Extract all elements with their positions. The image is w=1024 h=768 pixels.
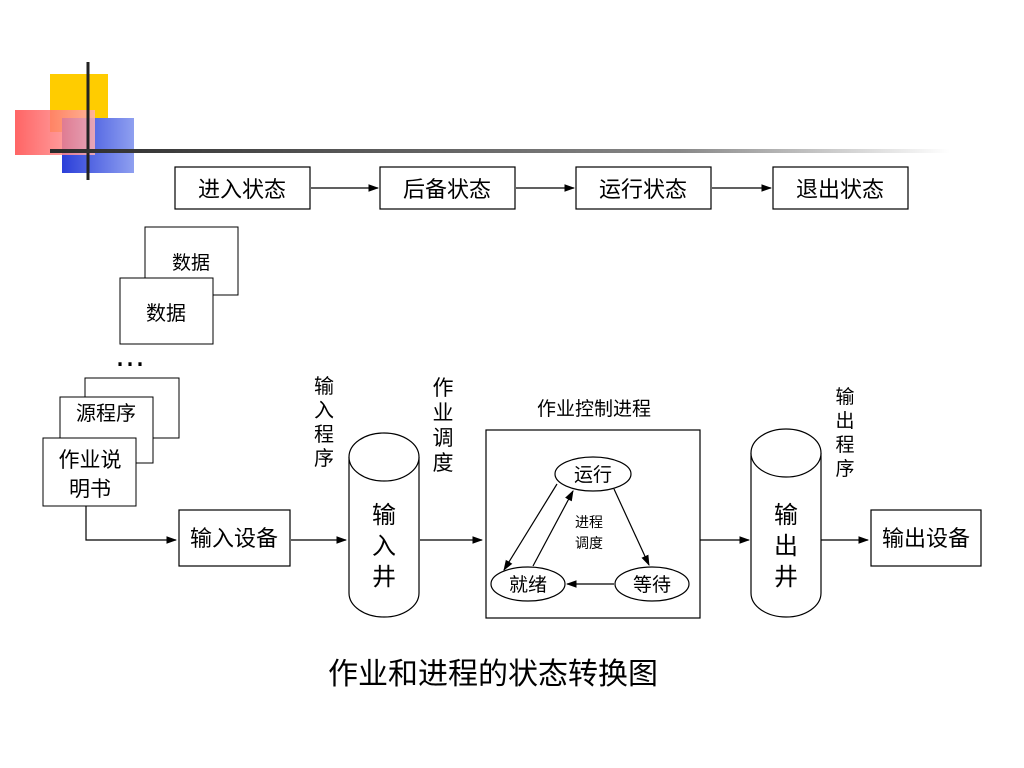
process-state-waiting-label: 等待 <box>633 574 671 596</box>
cards-to-input-arrow <box>85 506 178 544</box>
vertical-label-char: 序 <box>314 446 334 470</box>
output-well-top <box>750 428 822 478</box>
process-scheduling-line2: 调度 <box>575 536 603 552</box>
output-well <box>750 428 822 618</box>
state-box-label: 运行状态 <box>599 178 687 203</box>
process-state-running-label: 运行 <box>574 464 612 486</box>
data-cards: 数据 数据 … <box>115 226 239 374</box>
job-control-title: 作业控制进程 <box>537 398 651 420</box>
vertical-label-char: 入 <box>314 398 334 422</box>
vertical-label-char: 度 <box>433 451 454 475</box>
vertical-label-char: 井 <box>372 563 396 591</box>
input-well-label: 输入井 <box>372 501 396 591</box>
vertical-label-char: 输 <box>372 501 396 529</box>
job-description-line1: 作业说 <box>59 448 122 472</box>
source-program-label: 源程序 <box>76 401 136 425</box>
vertical-label-char: 程 <box>835 434 854 456</box>
vertical-label-char: 出 <box>835 410 854 432</box>
input-well <box>348 432 420 618</box>
vertical-label-char: 输 <box>314 374 334 398</box>
vertical-label-char: 井 <box>774 563 798 591</box>
vertical-label-char: 入 <box>372 532 396 560</box>
header-rule <box>50 149 950 153</box>
program-cards: 源程序 作业说 明书 <box>42 377 180 507</box>
process-state-running <box>554 456 632 492</box>
deco-red-square <box>15 110 95 155</box>
state-box-label: 退出状态 <box>796 178 884 203</box>
vertical-label-char: 业 <box>433 401 454 425</box>
arrow-running-to-waiting <box>613 488 650 566</box>
process-state-ready-label: 就绪 <box>509 574 547 596</box>
vertical-label-char: 调 <box>433 426 454 450</box>
output-device-box <box>870 509 982 567</box>
output-well-label: 输出井 <box>774 501 798 591</box>
state-box <box>379 166 516 210</box>
input-device-label: 输入设备 <box>190 527 278 552</box>
data-card-front-label: 数据 <box>146 301 186 325</box>
input-well-body <box>348 457 420 618</box>
vertical-label-char: 输 <box>774 501 798 529</box>
arrow-ready-to-running <box>532 490 574 567</box>
state-box <box>772 166 909 210</box>
vertical-label-char: 程 <box>314 422 334 446</box>
vertical-label-char: 输 <box>835 386 854 408</box>
arrow-running-to-ready <box>503 483 558 571</box>
ellipsis: … <box>115 339 145 374</box>
process-state-waiting <box>614 566 690 602</box>
diagram-title: 作业和进程的状态转换图 <box>328 657 658 692</box>
state-chain: 进入状态 后备状态 运行状态 退出状态 <box>174 166 909 210</box>
state-box-label: 进入状态 <box>198 178 286 203</box>
vertical-label-char: 序 <box>835 458 854 480</box>
state-box-label: 后备状态 <box>403 178 491 203</box>
state-box <box>575 166 712 210</box>
input-well-top <box>348 432 420 482</box>
data-card-back-label: 数据 <box>172 252 210 274</box>
vertical-label-char: 出 <box>774 532 798 560</box>
output-well-body <box>750 453 822 618</box>
state-box <box>174 166 311 210</box>
vertical-label-char: 作 <box>433 376 454 400</box>
process-scheduling-line1: 进程 <box>575 515 603 531</box>
job-description-card <box>42 437 137 507</box>
output-device-label: 输出设备 <box>882 527 970 552</box>
input-device-box <box>178 509 291 567</box>
process-state-ready <box>490 566 566 602</box>
job-description-line2: 明书 <box>69 477 111 501</box>
header-decoration <box>15 62 950 180</box>
data-card-front <box>119 277 214 345</box>
